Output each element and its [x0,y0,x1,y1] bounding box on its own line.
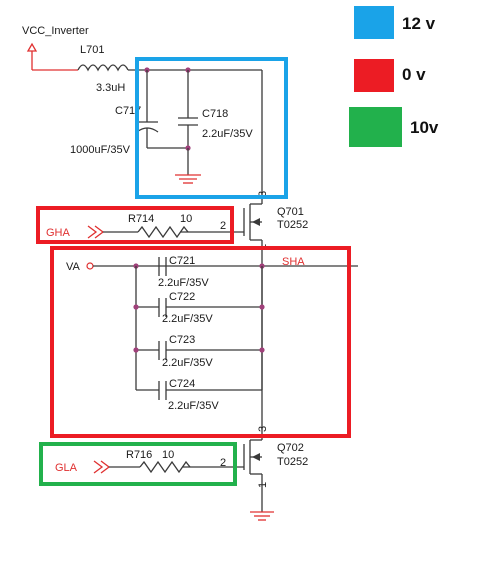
legend-label-0v: 0 v [402,65,426,84]
capacitor-c721-icon [158,257,167,276]
c718-value: 2.2uF/35V [202,128,253,140]
vcc-port-symbol [26,42,38,52]
highlight-box-0v-caps [50,246,351,438]
capacitor-c724-icon [158,381,167,400]
resistor-r714-icon [137,225,189,239]
legend-swatch-0v [354,59,394,92]
gla-net-label: GLA [55,462,78,474]
va-port-icon [86,262,94,270]
c717-value: 1000uF/35V [70,144,131,156]
q702-pin-drain: 3 [257,426,269,432]
gha-net-label: GHA [46,227,71,239]
q702-pin-source: 1 [257,482,269,488]
legend-label-12v: 12 v [402,14,436,33]
legend-swatch-10v [349,107,402,147]
c721-ref: C721 [169,255,195,267]
highlight-box-10v-low-gate [39,442,237,486]
q701-pin-drain: 3 [257,191,269,197]
q702-pin-gate: 2 [220,457,226,469]
c721-value: 2.2uF/35V [158,277,209,289]
c723-ref: C723 [169,334,195,346]
r714-ref: R714 [128,213,154,225]
ground-icon [250,511,274,521]
c724-ref: C724 [169,378,195,390]
gla-port-arrow-icon [93,460,111,474]
junction-dot [133,304,139,310]
capacitor-c723-icon [158,341,167,360]
inductor-l701-icon [77,64,129,72]
junction-dot [259,347,265,353]
c717-ref: C717 [115,105,141,117]
r716-value: 10 [162,449,174,461]
q701-pin-gate: 2 [220,220,226,232]
mosfet-q702-icon [243,439,262,475]
junction-dot [259,304,265,310]
sha-net-label: SHA [282,256,305,268]
vcc-net-label: VCC_Inverter [22,25,89,37]
mosfet-q701-icon [243,203,262,241]
capacitor-c722-icon [158,298,167,317]
r714-value: 10 [180,213,192,225]
q702-value: T0252 [277,456,308,468]
c724-value: 2.2uF/35V [168,400,219,412]
ground-icon [175,174,201,184]
q701-value: T0252 [277,219,308,231]
c722-value: 2.2uF/35V [162,313,213,325]
resistor-r716-icon [139,460,191,474]
legend-swatch-12v [354,6,394,39]
gha-port-arrow-icon [87,225,105,239]
c718-ref: C718 [202,108,228,120]
q701-ref: Q701 [277,206,304,218]
l701-ref: L701 [80,44,104,56]
legend-label-10v: 10v [410,118,439,137]
highlight-box-12v-supply [135,57,288,199]
r716-ref: R716 [126,449,152,461]
c722-ref: C722 [169,291,195,303]
l701-value: 3.3uH [96,82,125,94]
junction-dot [133,347,139,353]
q702-ref: Q702 [277,442,304,454]
c723-value: 2.2uF/35V [162,357,213,369]
va-net-label: VA [66,261,81,273]
highlight-box-0v-high-gate [36,206,234,244]
